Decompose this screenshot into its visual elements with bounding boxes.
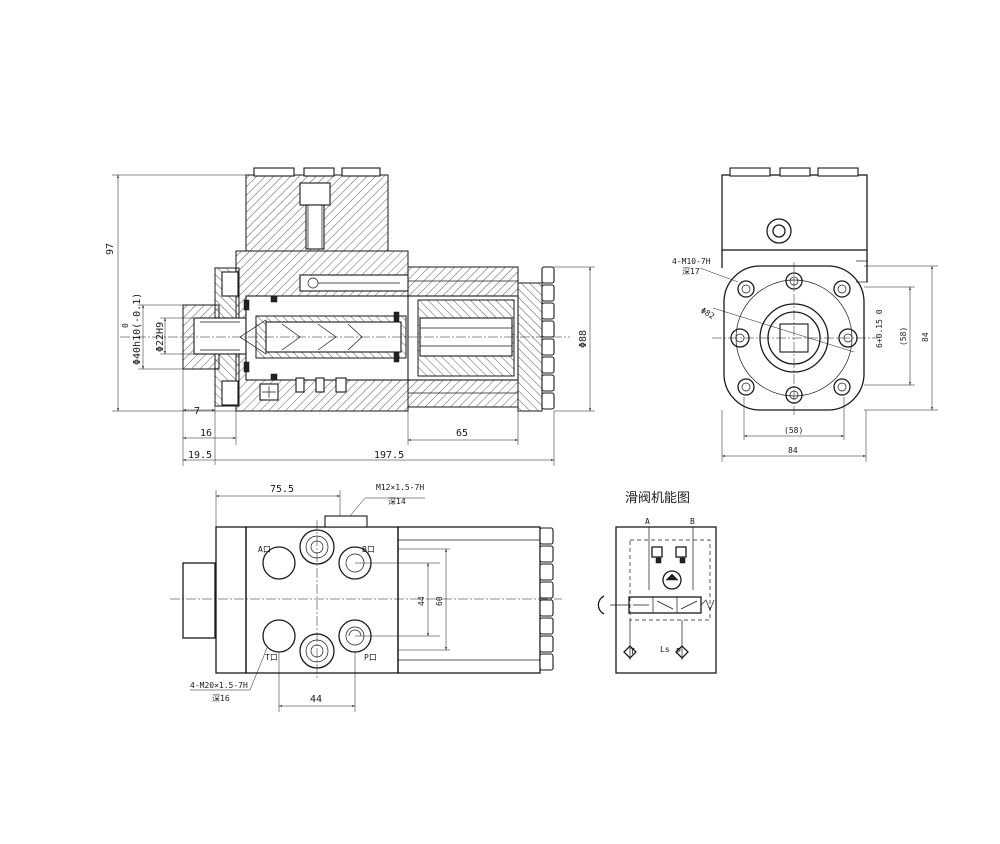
top-dim-60: 60	[435, 596, 444, 606]
port-t-hole	[262, 619, 296, 653]
top-end-bolts	[539, 527, 554, 671]
dim-dia-40: Φ40h10(-0.1)	[132, 293, 143, 365]
port-label-t: T口	[265, 653, 278, 662]
side-view: 4-M10-7H 深17 Φ82 6+0.15 0 (58) 84 (58) 8…	[672, 167, 938, 462]
top-port-thread: M12×1.5-7H	[376, 483, 424, 492]
port-label-a: A口	[258, 545, 271, 554]
side-thread-note: 4-M10-7H	[672, 257, 711, 266]
port-label-b: B口	[362, 545, 375, 554]
dim-7: 7	[194, 406, 200, 417]
schematic-title: 滑阀机能图	[625, 491, 690, 506]
side-inner-58: (58)	[899, 327, 908, 346]
schematic-label-p: P	[676, 647, 681, 656]
end-bolts	[541, 266, 555, 410]
dim-97: 97	[105, 243, 116, 255]
schematic-label-a: A	[645, 517, 650, 526]
port-a-hole	[262, 546, 296, 580]
schematic-label-ls: Ls	[660, 645, 670, 654]
side-bottom-58: (58)	[784, 426, 803, 435]
schematic-label-t: T	[630, 647, 635, 656]
dim-dia-88: Φ88	[578, 330, 589, 348]
dim-16: 16	[200, 428, 212, 439]
side-outer-84: 84	[921, 332, 930, 342]
dim-65: 65	[456, 428, 468, 439]
dim-197-5: 197.5	[374, 450, 404, 461]
top-dim-75-5: 75.5	[270, 484, 294, 495]
front-section-view: 97 Φ40h10(-0.1) 0 Φ22H9 Φ88 7 16 65 19.5…	[105, 167, 595, 466]
top-port-depth: 深14	[388, 497, 406, 506]
top-view: A口 B口 T口 P口 75.5 M12×1.5-7H 深14 44 60 44…	[170, 483, 562, 712]
top-dim-44-vert: 44	[417, 596, 426, 606]
top-main-thread: 4-M20×1.5-7H	[190, 681, 248, 690]
side-thread-depth: 深17	[682, 267, 700, 276]
port-label-p: P口	[364, 653, 377, 662]
dim-19-5: 19.5	[188, 450, 212, 461]
side-bottom-84: 84	[788, 446, 798, 455]
dim-dia-22: Φ22H9	[155, 322, 166, 352]
top-main-depth: 深16	[212, 694, 230, 703]
valve-function-schematic: 滑阀机能图 A B T P Ls	[597, 491, 717, 674]
top-dim-44-horiz: 44	[310, 694, 322, 705]
schematic-label-b: B	[690, 517, 695, 526]
dim-dia-40-zero: 0	[121, 323, 130, 328]
side-tol: 6+0.15 0	[875, 309, 884, 348]
